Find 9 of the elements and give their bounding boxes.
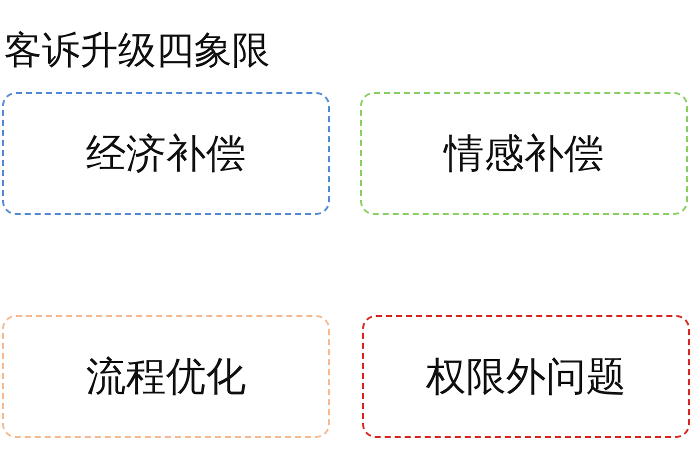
quadrant-box: [2, 92, 330, 215]
quadrant-box: [362, 315, 690, 438]
quadrant-label: 情感补偿: [444, 130, 604, 178]
quadrant-label: 经济补偿: [86, 130, 246, 178]
quadrant-box: [2, 315, 330, 438]
quadrant-label: 流程优化: [86, 352, 246, 402]
diagram-title: 客诉升级四象限: [4, 27, 270, 74]
quadrant-box: [360, 92, 688, 215]
quadrant-label: 权限外问题: [426, 352, 626, 402]
